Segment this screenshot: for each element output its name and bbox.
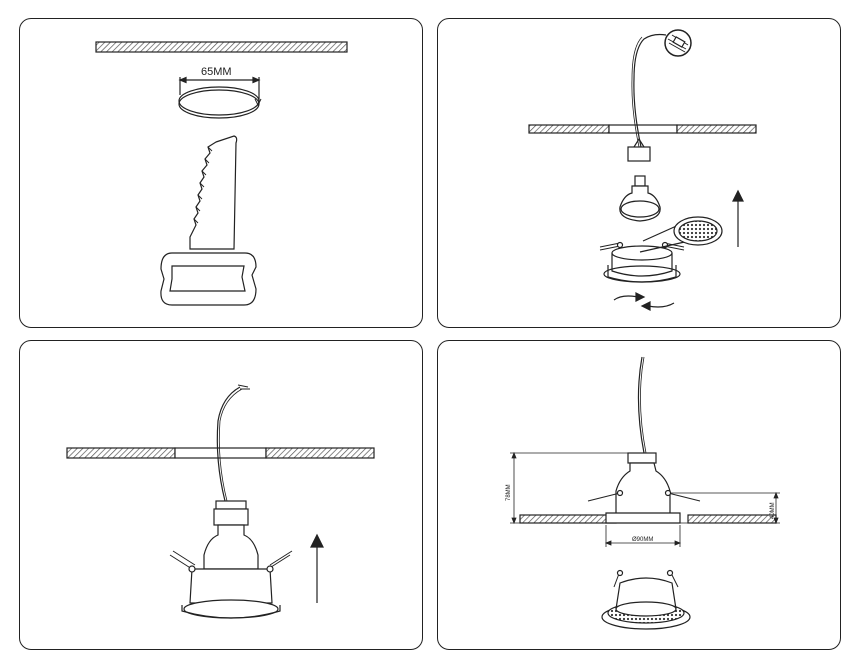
outer-diameter-label: Ø90MM bbox=[632, 537, 653, 543]
power-cable bbox=[633, 33, 667, 148]
connector-magnifier-icon bbox=[664, 29, 692, 57]
installed-fixture bbox=[587, 452, 701, 524]
ceiling-opening bbox=[608, 124, 678, 134]
step-1-panel: 65MM bbox=[19, 18, 423, 328]
ceiling-board-right bbox=[265, 447, 375, 459]
led-bulb bbox=[619, 175, 661, 222]
fixture-with-bulb bbox=[169, 500, 293, 619]
rotate-arrows-icon bbox=[613, 292, 675, 311]
cutout-dimension: 65MM bbox=[178, 66, 261, 104]
height-total-label: 78MM bbox=[506, 484, 512, 501]
ceiling-board-right bbox=[687, 514, 777, 524]
step-3-panel bbox=[19, 340, 423, 650]
ceiling-board bbox=[95, 41, 348, 53]
ceiling-board-right bbox=[676, 124, 757, 134]
fixture-housing bbox=[599, 241, 685, 283]
ceiling-board-left bbox=[528, 124, 610, 134]
power-cable bbox=[216, 386, 241, 502]
ceiling-board-left bbox=[519, 514, 617, 524]
arrow-up-icon bbox=[732, 189, 744, 247]
cutout-diameter-label: 65MM bbox=[201, 66, 232, 78]
gu10-socket bbox=[627, 146, 651, 162]
cutout-ellipse bbox=[178, 86, 262, 119]
hole-saw-icon bbox=[160, 135, 257, 306]
grille-magnifier-icon bbox=[639, 216, 723, 253]
step-4-panel: 78MM 40MM Ø90MM bbox=[437, 340, 841, 650]
step-2-panel bbox=[437, 18, 841, 328]
ceiling-board-left bbox=[66, 447, 176, 459]
power-cable bbox=[637, 356, 645, 454]
height-recess-label: 40MM bbox=[770, 502, 776, 519]
ceiling-opening bbox=[174, 447, 267, 459]
arrow-up-icon bbox=[310, 533, 324, 603]
dimension-lines bbox=[510, 451, 780, 547]
fixture-bottom-view bbox=[601, 569, 691, 630]
